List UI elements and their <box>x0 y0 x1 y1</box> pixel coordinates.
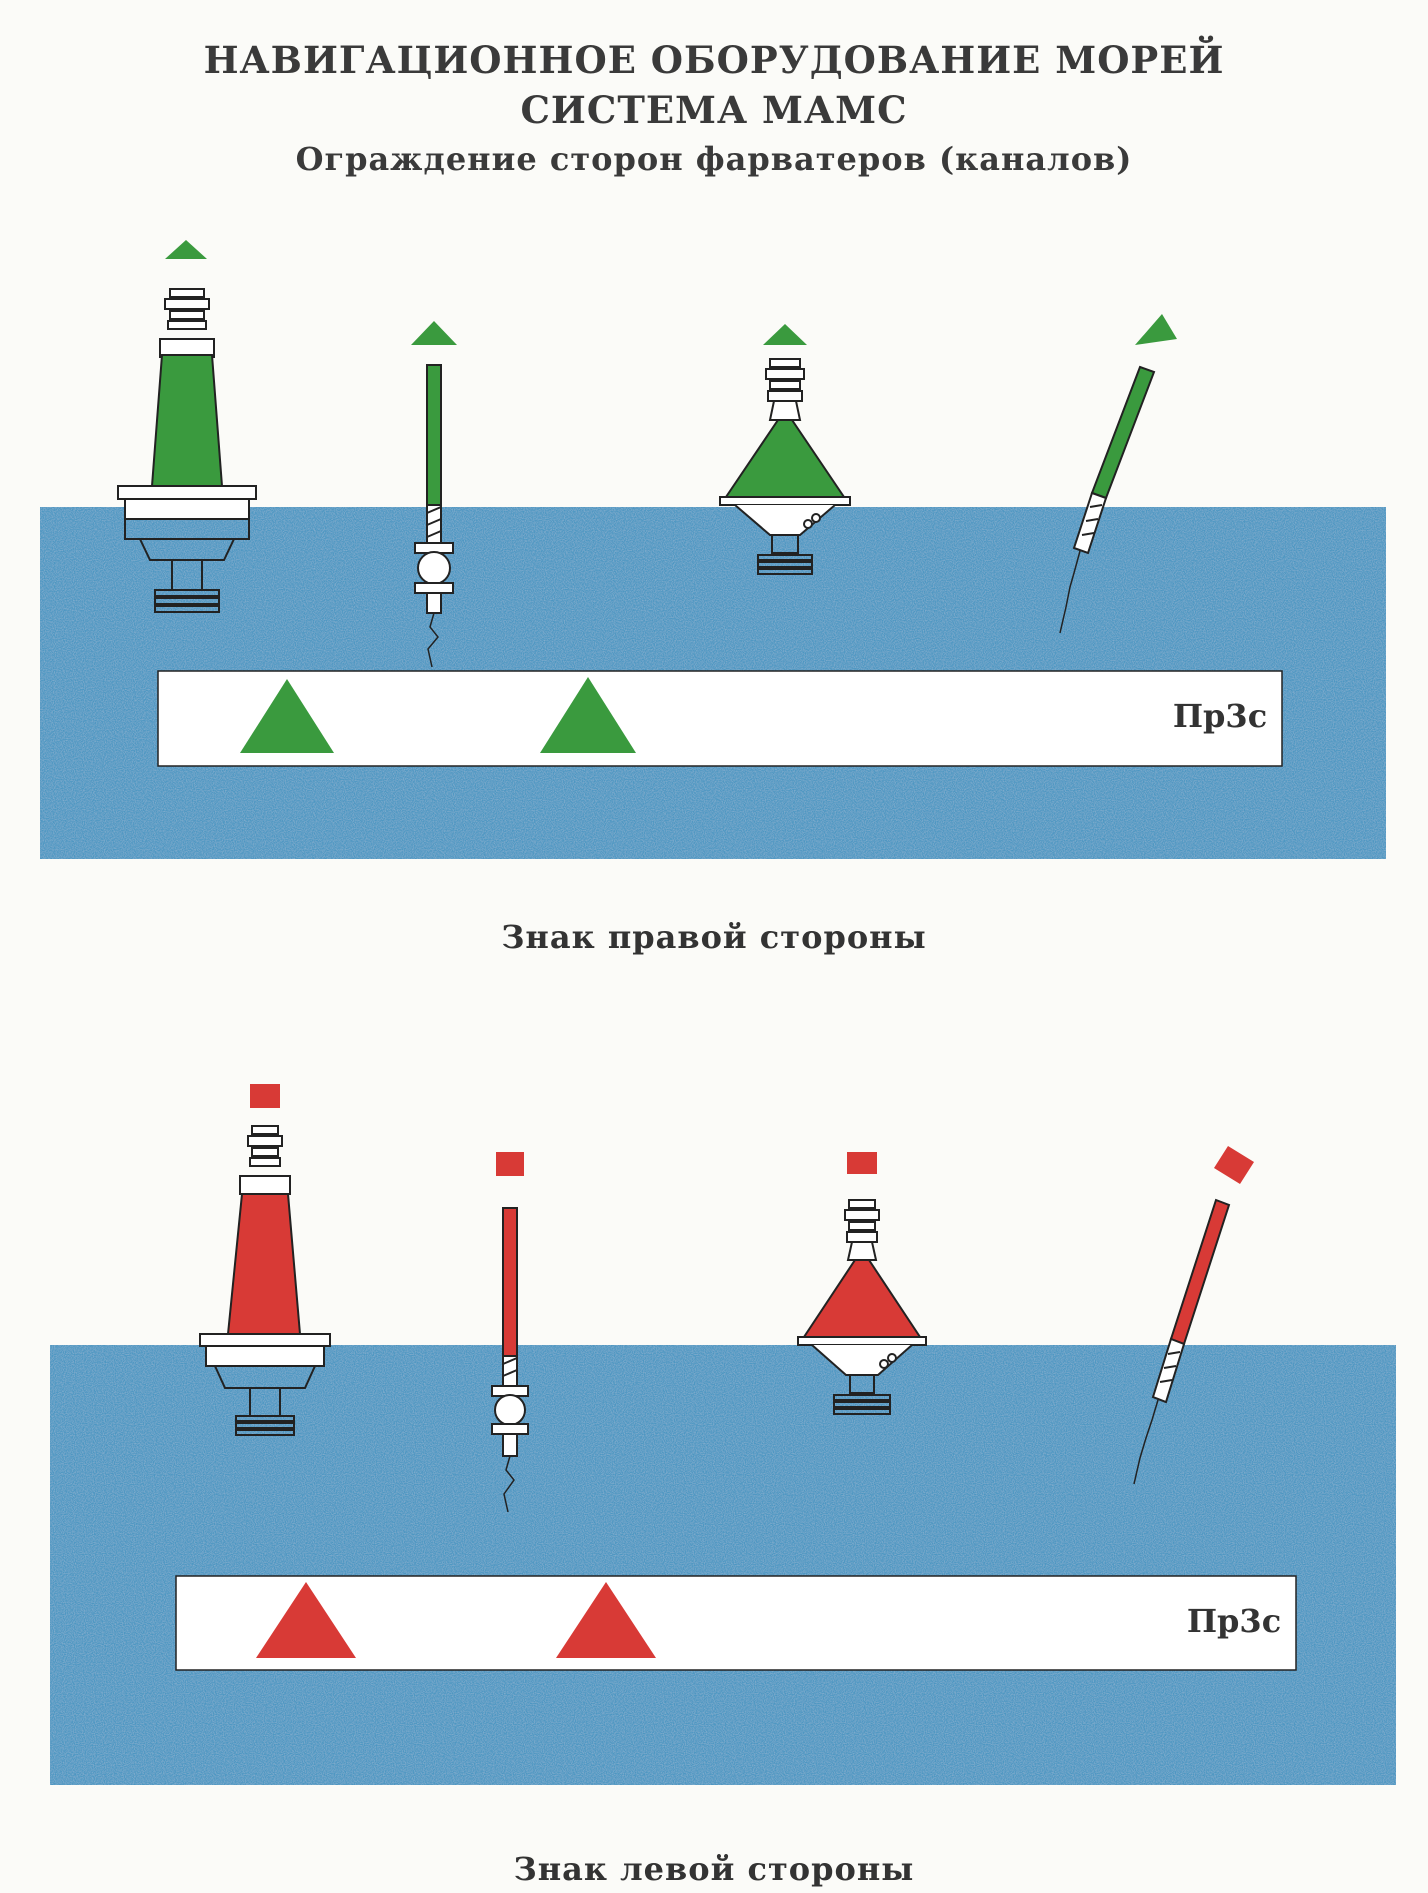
starboard-marks-illustration: Пр3с <box>40 240 1386 859</box>
triangle-topmark-icon <box>763 324 807 345</box>
chart-symbol-strip <box>175 1575 1297 1671</box>
chart-symbol-strip <box>157 670 1283 767</box>
square-topmark-icon <box>250 1084 280 1108</box>
cone-light-buoy <box>719 324 851 575</box>
chart-label: Пр3с <box>1187 1602 1281 1640</box>
starboard-side-panel: Пр3с <box>0 235 1428 955</box>
spar-buoy <box>491 1152 529 1513</box>
chart-triangle-icon <box>540 677 636 753</box>
chart-triangle-icon <box>240 679 334 753</box>
tilted-spar-buoy <box>1133 1146 1254 1485</box>
square-topmark-icon <box>847 1152 877 1174</box>
triangle-topmark-icon <box>1135 314 1177 345</box>
tilted-spar-buoy <box>1059 314 1177 634</box>
cylindrical-light-buoy <box>199 1084 331 1436</box>
square-topmark-icon <box>1214 1146 1254 1184</box>
square-topmark-icon <box>496 1152 524 1176</box>
spar-buoy <box>411 321 457 668</box>
conical-light-buoy <box>117 240 257 613</box>
triangle-topmark-icon <box>165 240 207 259</box>
port-marks-illustration: Пр3с <box>50 1084 1396 1785</box>
chart-square-symbol-icon <box>256 1582 356 1658</box>
cone-light-buoy <box>797 1152 927 1415</box>
page-subtitle: Ограждение сторон фарватеров (каналов) <box>295 140 1133 178</box>
port-caption: Знак левой стороны <box>513 1850 915 1888</box>
page-title-line-1: НАВИГАЦИОННОЕ ОБОРУДОВАНИЕ МОРЕЙ <box>203 38 1225 82</box>
port-side-panel: Пр3с <box>0 1080 1428 1800</box>
starboard-caption: Знак правой стороны <box>501 918 927 956</box>
chart-square-symbol-icon <box>556 1582 656 1658</box>
page-title-line-2: СИСТЕМА МАМС <box>520 88 908 132</box>
water-area <box>50 1345 1396 1785</box>
triangle-topmark-icon <box>411 321 457 345</box>
chart-label: Пр3с <box>1173 697 1267 735</box>
